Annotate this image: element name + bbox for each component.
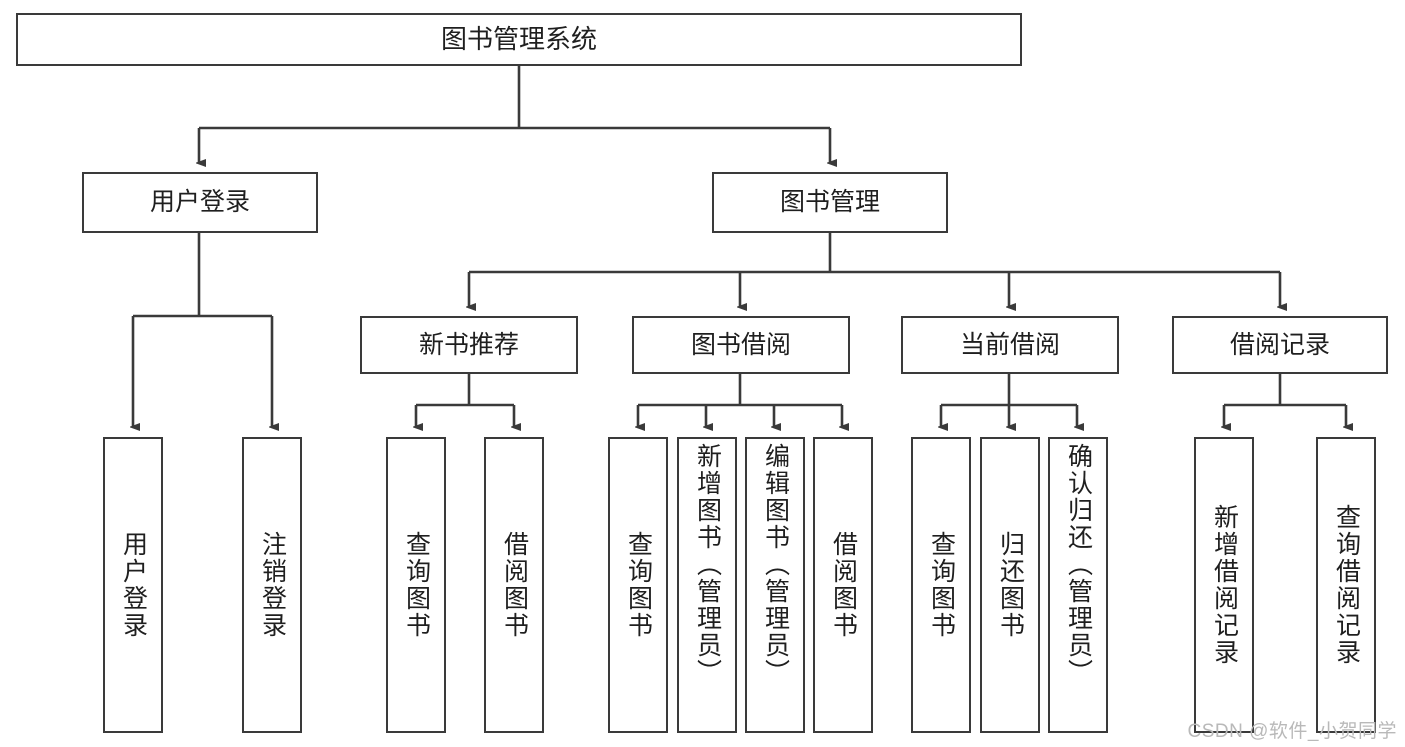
leaf-edit-book-admin[interactable]: 编辑图书（管理员） [745, 437, 805, 733]
leaf-borrow-book-recommend[interactable]: 借阅图书 [484, 437, 544, 733]
csdn-watermark: CSDN @软件_小贺同学 [1187, 721, 1397, 742]
node-label: 查询借阅记录 [1332, 504, 1361, 666]
leaf-borrow-book[interactable]: 借阅图书 [813, 437, 873, 733]
node-current-borrow[interactable]: 当前借阅 [901, 316, 1119, 374]
node-label: 用户登录 [149, 188, 250, 217]
leaf-user-login[interactable]: 用户登录 [103, 437, 163, 733]
leaf-confirm-return-admin[interactable]: 确认归还（管理员） [1048, 437, 1108, 733]
leaf-user-logout[interactable]: 注销登录 [242, 437, 302, 733]
node-label: 查询图书 [402, 531, 431, 639]
leaf-add-borrow-record[interactable]: 新增借阅记录 [1194, 437, 1254, 733]
leaf-return-book[interactable]: 归还图书 [980, 437, 1040, 733]
node-label: 图书管理 [779, 188, 880, 217]
leaf-query-borrow-record[interactable]: 查询借阅记录 [1316, 437, 1376, 733]
node-book-borrow[interactable]: 图书借阅 [632, 316, 850, 374]
node-label: 新增图书（管理员） [693, 443, 722, 686]
node-label: 用户登录 [119, 531, 148, 639]
node-label: 当前借阅 [959, 330, 1060, 359]
node-new-book-recommend[interactable]: 新书推荐 [360, 316, 578, 374]
node-label: 借阅记录 [1229, 330, 1330, 359]
node-label: 查询图书 [624, 531, 653, 639]
leaf-query-book-borrow[interactable]: 查询图书 [608, 437, 668, 733]
node-root-system[interactable]: 图书管理系统 [16, 13, 1022, 66]
node-book-management[interactable]: 图书管理 [712, 172, 948, 233]
leaf-add-book-admin[interactable]: 新增图书（管理员） [677, 437, 737, 733]
node-label: 借阅图书 [829, 531, 858, 639]
node-label: 注销登录 [258, 531, 287, 639]
node-label: 查询图书 [927, 531, 956, 639]
node-label: 新书推荐 [418, 330, 519, 359]
node-label: 借阅图书 [500, 531, 529, 639]
node-label: 编辑图书（管理员） [761, 443, 790, 686]
node-label: 图书借阅 [690, 330, 791, 359]
leaf-query-book-recommend[interactable]: 查询图书 [386, 437, 446, 733]
leaf-query-book-current[interactable]: 查询图书 [911, 437, 971, 733]
node-user-login[interactable]: 用户登录 [82, 172, 318, 233]
node-label: 图书管理系统 [440, 23, 597, 54]
node-label: 归还图书 [996, 531, 1025, 639]
node-label: 确认归还（管理员） [1064, 443, 1093, 686]
node-label: 新增借阅记录 [1210, 504, 1239, 666]
node-borrow-records[interactable]: 借阅记录 [1172, 316, 1388, 374]
